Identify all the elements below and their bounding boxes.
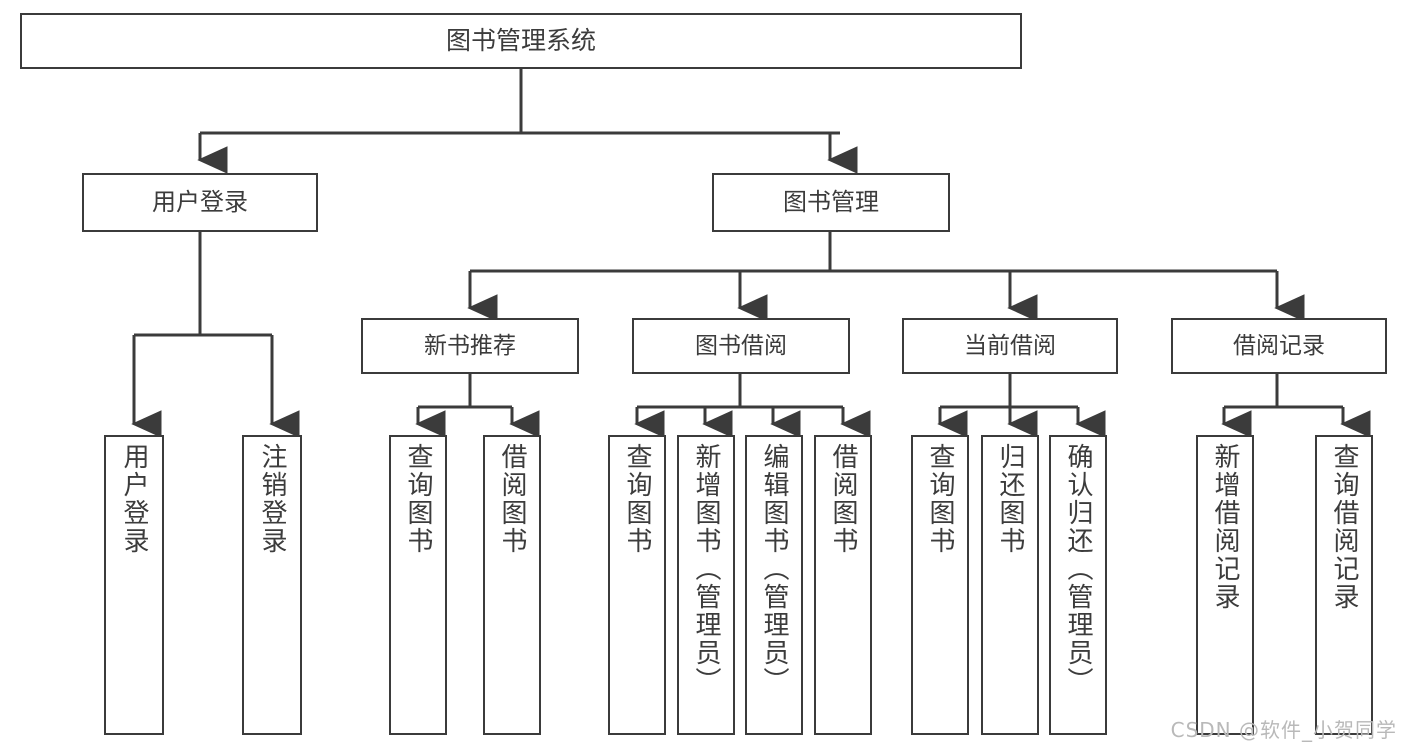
leaf-new-book-query[interactable]: 查询图书 [389,435,447,735]
node-root-system[interactable]: 图书管理系统 [20,13,1022,69]
node-label: 图书借阅 [695,332,787,359]
node-label: 查询借阅记录 [1329,443,1359,611]
node-label: 用户登录 [119,443,149,555]
node-label: 借阅图书 [497,443,527,555]
leaf-borrow-add-book-admin[interactable]: 新增图书（管理员） [677,435,735,735]
leaf-borrow-edit-book-admin[interactable]: 编辑图书（管理员） [745,435,803,735]
leaf-borrow-query-book[interactable]: 查询图书 [608,435,666,735]
leaf-current-confirm-return-admin[interactable]: 确认归还（管理员） [1049,435,1107,735]
leaf-borrow-borrow-book[interactable]: 借阅图书 [814,435,872,735]
leaf-current-return-book[interactable]: 归还图书 [981,435,1039,735]
node-label: 新书推荐 [424,332,516,359]
node-label: 新增图书（管理员） [691,443,721,695]
leaf-user-login-logout[interactable]: 注销登录 [242,435,302,735]
node-label: 图书管理 [783,187,879,216]
node-label: 查询图书 [403,443,433,555]
node-label: 归还图书 [995,443,1025,555]
node-label: 用户登录 [152,187,248,216]
watermark: CSDN @软件_小贺同学 [1170,718,1397,742]
node-label: 借阅图书 [828,443,858,555]
node-label: 图书管理系统 [445,25,596,55]
node-label: 借阅记录 [1233,332,1325,359]
leaf-record-query-record[interactable]: 查询借阅记录 [1315,435,1373,735]
node-label: 确认归还（管理员） [1063,443,1093,695]
leaf-user-login-login[interactable]: 用户登录 [104,435,164,735]
node-label: 查询图书 [925,443,955,555]
node-label: 当前借阅 [964,332,1056,359]
node-book-management[interactable]: 图书管理 [712,173,950,232]
node-label: 注销登录 [257,443,287,555]
node-user-login[interactable]: 用户登录 [82,173,318,232]
node-borrow-record[interactable]: 借阅记录 [1171,318,1387,374]
leaf-record-add-record[interactable]: 新增借阅记录 [1196,435,1254,735]
node-label: 新增借阅记录 [1210,443,1240,611]
node-book-borrow[interactable]: 图书借阅 [632,318,850,374]
leaf-current-query-book[interactable]: 查询图书 [911,435,969,735]
node-label: 查询图书 [622,443,652,555]
leaf-new-book-borrow[interactable]: 借阅图书 [483,435,541,735]
node-label: 编辑图书（管理员） [759,443,789,695]
node-current-borrow[interactable]: 当前借阅 [902,318,1118,374]
node-new-book-recommend[interactable]: 新书推荐 [361,318,579,374]
